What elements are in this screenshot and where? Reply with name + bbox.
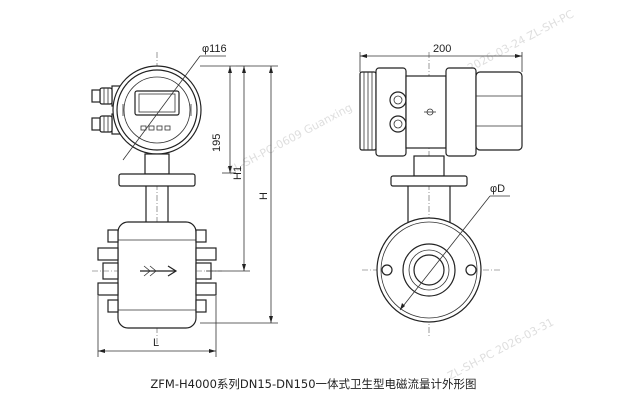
dim-200-label: 200 [433,43,451,55]
drawing-caption: ZFM-H4000系列DN15-DN150一体式卫生型电磁流量计外形图 [150,377,477,391]
right-ferrules [195,229,222,313]
dim-l-label: L [153,337,159,349]
converter-housing [112,65,202,155]
dim-195: 195 [200,65,236,174]
dim-h1-label: H1 [232,166,244,180]
svg-text:2026-03-24 ZL-SH-PC: 2026-03-24 ZL-SH-PC [465,7,576,74]
dim-phi-d-label: φD [490,183,505,195]
left-ferrules [92,229,119,313]
watermark: ZL-SH-PC-0609 Guanxing 2026-03-24 ZL-SH-… [225,7,576,382]
dim-phi116-label: φ116 [202,43,227,55]
dim-h-label: H [258,192,270,200]
dim-200: 200 [359,43,523,72]
dim-phi116: φ116 [122,43,227,161]
dim-195-label: 195 [211,134,223,152]
flow-arrow-icon [140,265,178,277]
dim-phi-d: φD [399,183,510,311]
dim-h1: H1 [206,65,250,272]
dim-h: H [200,65,278,324]
housing-side [359,67,523,157]
flange-end-view [376,217,482,323]
svg-text:ZL-SH-PC 2026-03-31: ZL-SH-PC 2026-03-31 [445,316,556,383]
side-view: 200 [359,43,523,338]
svg-text:ZL-SH-PC-0609 Guanxing: ZL-SH-PC-0609 Guanxing [225,101,354,178]
dim-l: L [97,296,217,357]
front-view: φ116 195 H1 H [91,43,278,357]
